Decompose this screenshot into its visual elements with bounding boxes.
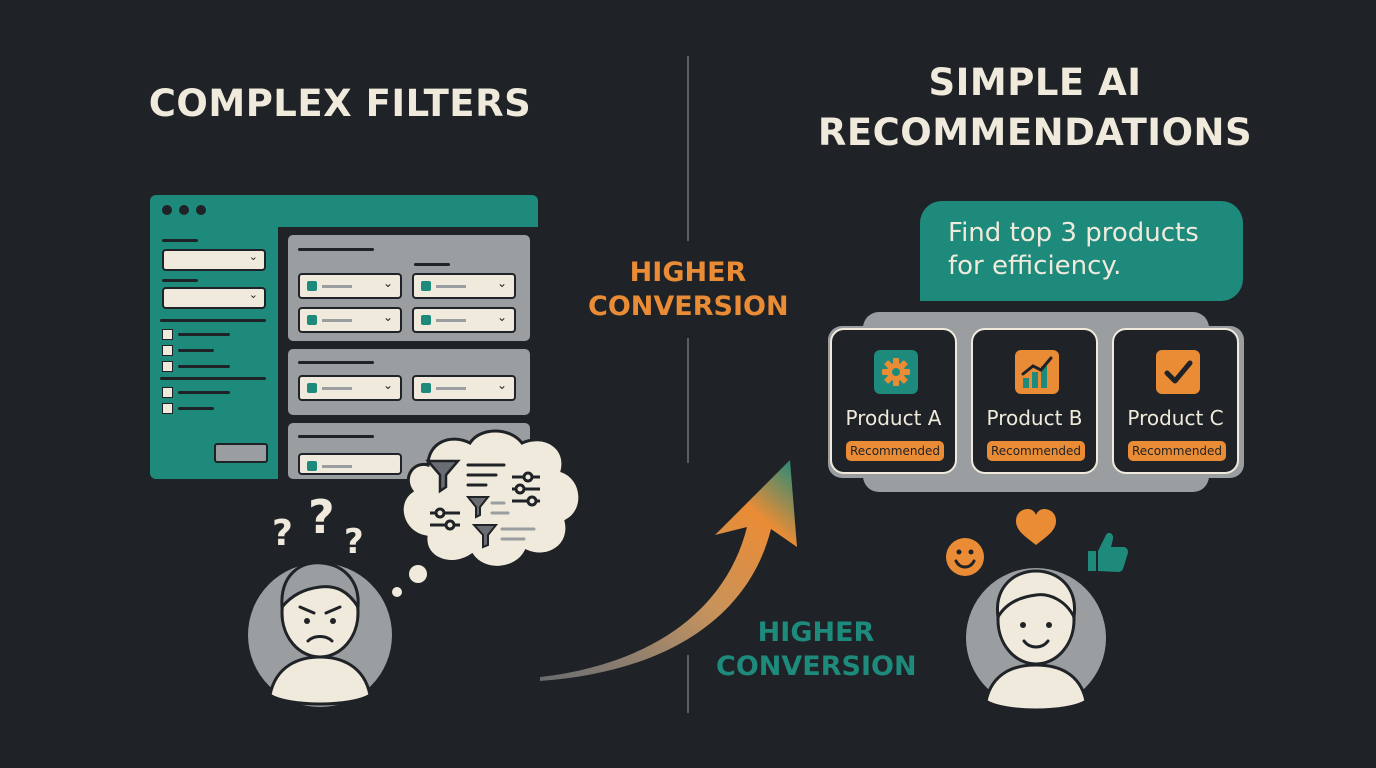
product-name: Product A: [845, 406, 942, 430]
sidebar-dropdown[interactable]: ⌄: [162, 249, 266, 271]
thought-bubble: [400, 429, 582, 569]
filter-field[interactable]: ⌄: [412, 307, 516, 333]
filter-field[interactable]: ⌄: [298, 375, 402, 401]
right-title: SIMPLE AI RECOMMENDATIONS: [790, 58, 1280, 158]
happy-person: [946, 509, 1128, 712]
svg-text:?: ?: [272, 513, 293, 554]
window-dot: [162, 205, 172, 215]
list-icon: [500, 527, 536, 541]
conversion-line-1: HIGHER: [757, 617, 875, 648]
prompt-line-2: for efficiency.: [948, 251, 1122, 281]
checkmark-icon: [1156, 350, 1200, 394]
sidebar-dropdown[interactable]: ⌄: [162, 287, 266, 309]
center-divider-top: [687, 56, 689, 241]
recommended-badge: Recommended: [987, 441, 1085, 461]
checkbox-label-line: [178, 365, 230, 368]
sidebar-apply-button[interactable]: [214, 443, 268, 463]
filter-window-mockup: ⌄ ⌄ ⌄ ⌄ ⌄ ⌄ ⌄ ⌄: [150, 195, 540, 480]
svg-text:?: ?: [344, 522, 364, 562]
right-title-line-1: SIMPLE AI: [928, 61, 1142, 104]
sidebar-separator: [160, 377, 266, 380]
funnel-icon: [471, 524, 499, 549]
sidebar-checkbox[interactable]: [162, 403, 173, 414]
center-divider-middle: [687, 338, 689, 463]
conversion-line-2: CONVERSION: [588, 291, 789, 322]
sidebar-separator: [160, 319, 266, 322]
sidebar-line: [162, 279, 198, 282]
slider-icon: [430, 507, 460, 531]
product-card-a[interactable]: Product A Recommended: [830, 328, 957, 474]
gear-icon: [874, 350, 918, 394]
slider-icon: [512, 471, 540, 507]
panel-header-line: [298, 248, 374, 251]
window-dot: [196, 205, 206, 215]
panel-header-line: [298, 361, 374, 364]
window-dot: [179, 205, 189, 215]
thought-trail-dots: [392, 565, 427, 597]
confused-person: ? ? ?: [248, 495, 392, 707]
ai-prompt-bubble: Find top 3 products for efficiency.: [920, 201, 1243, 301]
sidebar-checkbox[interactable]: [162, 387, 173, 398]
filter-sidebar: ⌄ ⌄: [150, 227, 278, 479]
thumbs-up-icon: [1088, 532, 1128, 572]
conversion-line-2: CONVERSION: [716, 651, 917, 682]
funnel-icon: [425, 459, 461, 494]
filter-field[interactable]: ⌄: [412, 375, 516, 401]
list-icon: [490, 501, 510, 515]
smiley-icon: [946, 538, 984, 576]
trend-arrow-icon: [540, 460, 797, 681]
filter-panel: ⌄ ⌄ ⌄ ⌄: [288, 235, 530, 341]
sidebar-checkbox[interactable]: [162, 361, 173, 372]
product-card-c[interactable]: Product C Recommended: [1112, 328, 1239, 474]
conversion-line-1: HIGHER: [629, 257, 747, 288]
heart-icon: [1016, 509, 1056, 545]
list-icon: [466, 463, 506, 487]
checkbox-label-line: [178, 349, 214, 352]
sidebar-checkbox[interactable]: [162, 329, 173, 340]
filter-field[interactable]: ⌄: [412, 273, 516, 299]
higher-conversion-label-orange: HIGHER CONVERSION: [588, 256, 789, 324]
panel-header-line: [414, 263, 450, 266]
product-card-b[interactable]: Product B Recommended: [971, 328, 1098, 474]
product-name: Product B: [986, 406, 1083, 430]
higher-conversion-label-teal: HIGHER CONVERSION: [716, 616, 917, 684]
prompt-line-1: Find top 3 products: [948, 218, 1199, 248]
funnel-icon: [465, 496, 491, 519]
bar-chart-icon: [1015, 350, 1059, 394]
filter-field[interactable]: ⌄: [298, 273, 402, 299]
checkbox-label-line: [178, 391, 230, 394]
left-title: COMPLEX FILTERS: [148, 82, 532, 125]
filter-panel: ⌄ ⌄: [288, 349, 530, 415]
recommended-badge: Recommended: [1128, 441, 1226, 461]
filter-field[interactable]: [298, 453, 402, 475]
sidebar-checkbox[interactable]: [162, 345, 173, 356]
svg-text:?: ?: [308, 495, 335, 544]
product-name: Product C: [1127, 406, 1224, 430]
filter-field[interactable]: ⌄: [298, 307, 402, 333]
recommended-badge: Recommended: [846, 441, 944, 461]
panel-header-line: [298, 435, 374, 438]
center-divider-bottom: [687, 655, 689, 713]
checkbox-label-line: [178, 333, 230, 336]
window-title-bar: [150, 195, 538, 227]
sidebar-line: [162, 239, 198, 242]
question-marks-icon: ? ? ?: [272, 495, 364, 562]
right-title-line-2: RECOMMENDATIONS: [817, 111, 1253, 154]
checkbox-label-line: [178, 407, 214, 410]
